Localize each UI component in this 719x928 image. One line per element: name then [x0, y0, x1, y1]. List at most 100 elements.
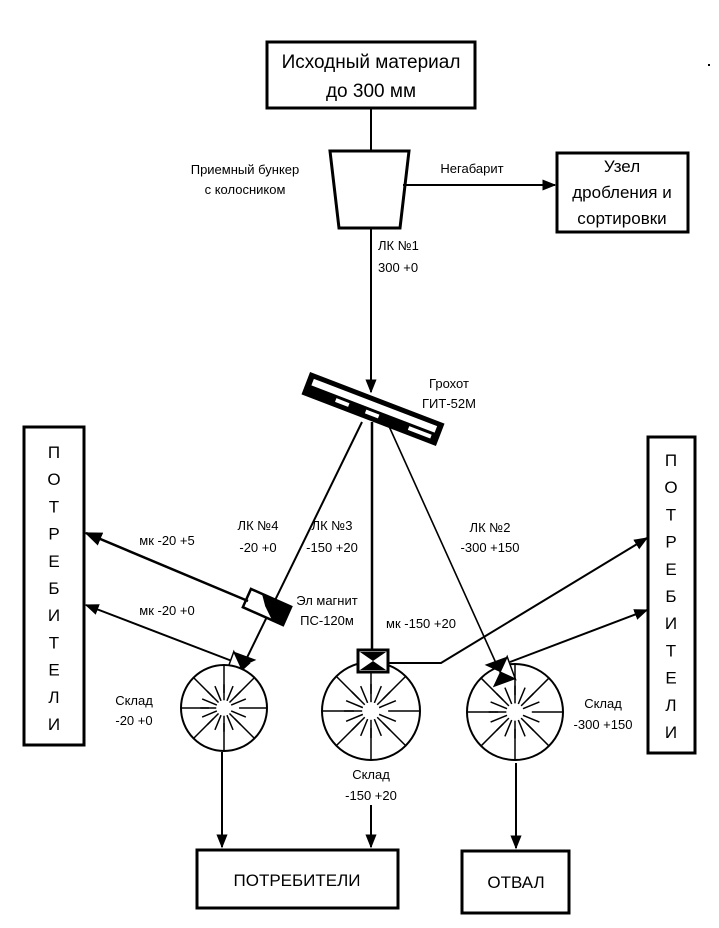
- stockpile-dash: [345, 699, 364, 709]
- stockpile-dash: [490, 714, 508, 723]
- stockpile-dash: [504, 719, 513, 737]
- stockpile-dash: [201, 698, 218, 706]
- vertical-letter: Б: [665, 587, 676, 606]
- conveyor-3-range: -150 +20: [306, 540, 358, 555]
- stockpile-dash: [495, 717, 510, 732]
- conveyor-1-name: ЛК №1: [378, 238, 419, 253]
- vertical-letter: И: [48, 606, 60, 625]
- stockpile-dash: [490, 701, 508, 710]
- vertical-letter: Л: [665, 696, 676, 715]
- screen-label-line1: Грохот: [429, 376, 469, 391]
- stockpile-dash: [517, 687, 526, 705]
- conveyor-2-line: [387, 423, 501, 674]
- vertical-letter: Е: [665, 560, 676, 579]
- hopper-label-line2: с колосником: [205, 182, 286, 197]
- vertical-letter: О: [47, 470, 60, 489]
- vertical-letter: Т: [666, 505, 676, 524]
- conveyor-3-name: ЛК №3: [312, 518, 353, 533]
- screen-label-line2: ГИТ-52М: [422, 396, 476, 411]
- mk-left-bottom-label: мк -20 +0: [139, 603, 194, 618]
- mk-left-top-label: мк -20 +5: [139, 533, 194, 548]
- vertical-letter: Б: [48, 579, 59, 598]
- vertical-letter: Е: [48, 661, 59, 680]
- vertical-letter: Е: [665, 669, 676, 688]
- stockpile-dash: [495, 692, 510, 707]
- dump-label: ОТВАЛ: [487, 873, 544, 892]
- stockpile-dash: [206, 712, 220, 726]
- stockpile-dash: [214, 714, 222, 731]
- vertical-letter: Л: [48, 688, 59, 707]
- stock-center-line2: -150 +20: [345, 788, 397, 803]
- stock-left-line2: -20 +0: [115, 713, 152, 728]
- electromagnet: [241, 587, 293, 627]
- oversize-label: Негабарит: [440, 161, 503, 176]
- magnet-separator-center: [356, 648, 390, 674]
- vertical-letter: О: [664, 478, 677, 497]
- conveyor-4-name: ЛК №4: [238, 518, 279, 533]
- stockpile-dash: [345, 713, 364, 723]
- stockpile-dash: [228, 690, 242, 704]
- stockpile-dash: [520, 692, 535, 707]
- consumers-bottom-label: ПОТРЕБИТЕЛИ: [234, 871, 361, 890]
- mk-right-bottom-arrow: [509, 609, 649, 663]
- stock-right-line1: Склад: [584, 696, 622, 711]
- stockpile-dash: [226, 685, 234, 702]
- vertical-letter: Т: [666, 641, 676, 660]
- magnet-label-line1: Эл магнит: [296, 593, 357, 608]
- consumers-left-box: ПОТРЕБИТЕЛИ: [22, 425, 86, 747]
- conveyor-4-line: [239, 421, 363, 674]
- crushing-line3: сортировки: [577, 209, 666, 228]
- stockpile-dash: [504, 687, 513, 705]
- stock-left-line1: Склад: [115, 693, 153, 708]
- conveyor-4-range: -20 +0: [239, 540, 276, 555]
- stock-right-line2: -300 +150: [574, 717, 633, 732]
- stray-dot: [708, 64, 710, 66]
- vibrating-screen: [301, 371, 445, 447]
- conveyor-1-range: 300 +0: [378, 260, 418, 275]
- stockpile-dash: [230, 710, 247, 718]
- vertical-letter: И: [48, 715, 60, 734]
- vertical-letter: Р: [48, 525, 59, 544]
- stockpile-dash: [228, 712, 242, 726]
- vertical-letter: Е: [48, 552, 59, 571]
- stockpile-dash: [522, 701, 540, 710]
- vertical-letter: Т: [49, 497, 59, 516]
- conveyor-2-range: -300 +150: [461, 540, 520, 555]
- source-line1: Исходный материал: [282, 52, 461, 73]
- stockpile-dash: [517, 719, 526, 737]
- stockpile-dash: [226, 714, 234, 731]
- stockpile-dash: [376, 716, 391, 731]
- conveyor-2-name: ЛК №2: [470, 520, 511, 535]
- vertical-letter: П: [48, 443, 60, 462]
- consumers-right-box: ПОТРЕБИТЕЛИ: [646, 435, 697, 755]
- magnet-label-line2: ПС-120м: [300, 613, 354, 628]
- stockpile-dash: [376, 691, 391, 706]
- source-material-box: Исходный материал до 300 мм: [265, 40, 477, 110]
- vertical-letter: И: [665, 614, 677, 633]
- stockpile-dash: [520, 717, 535, 732]
- crushing-sorting-box: Узел дробления и сортировки: [555, 151, 690, 234]
- magnet-separator-right: [484, 654, 517, 688]
- stockpile-dash: [351, 716, 366, 731]
- hopper-label-line1: Приемный бункер: [191, 162, 300, 177]
- vertical-letter: П: [665, 451, 677, 470]
- vertical-letter: Р: [665, 533, 676, 552]
- vertical-letter: И: [665, 723, 677, 742]
- stockpile-dash: [373, 685, 383, 704]
- vertical-letter: Т: [49, 633, 59, 652]
- stockpile-dash: [522, 714, 540, 723]
- stockpile-dash: [378, 713, 397, 723]
- dump-box: ОТВАЛ: [460, 849, 571, 915]
- mk-center-arrow: [388, 537, 649, 664]
- stockpile-dash: [206, 690, 220, 704]
- stockpile-left: [180, 664, 268, 752]
- stockpile-center: [321, 661, 421, 761]
- consumers-bottom-box: ПОТРЕБИТЕЛИ: [195, 848, 400, 910]
- stock-center-line1: Склад: [352, 767, 390, 782]
- stockpile-dash: [359, 685, 369, 704]
- crushing-line2: дробления и: [572, 183, 672, 202]
- mk-left-top-arrow: [84, 531, 249, 603]
- receiving-hopper: [328, 149, 411, 230]
- stockpile-dash: [351, 691, 366, 706]
